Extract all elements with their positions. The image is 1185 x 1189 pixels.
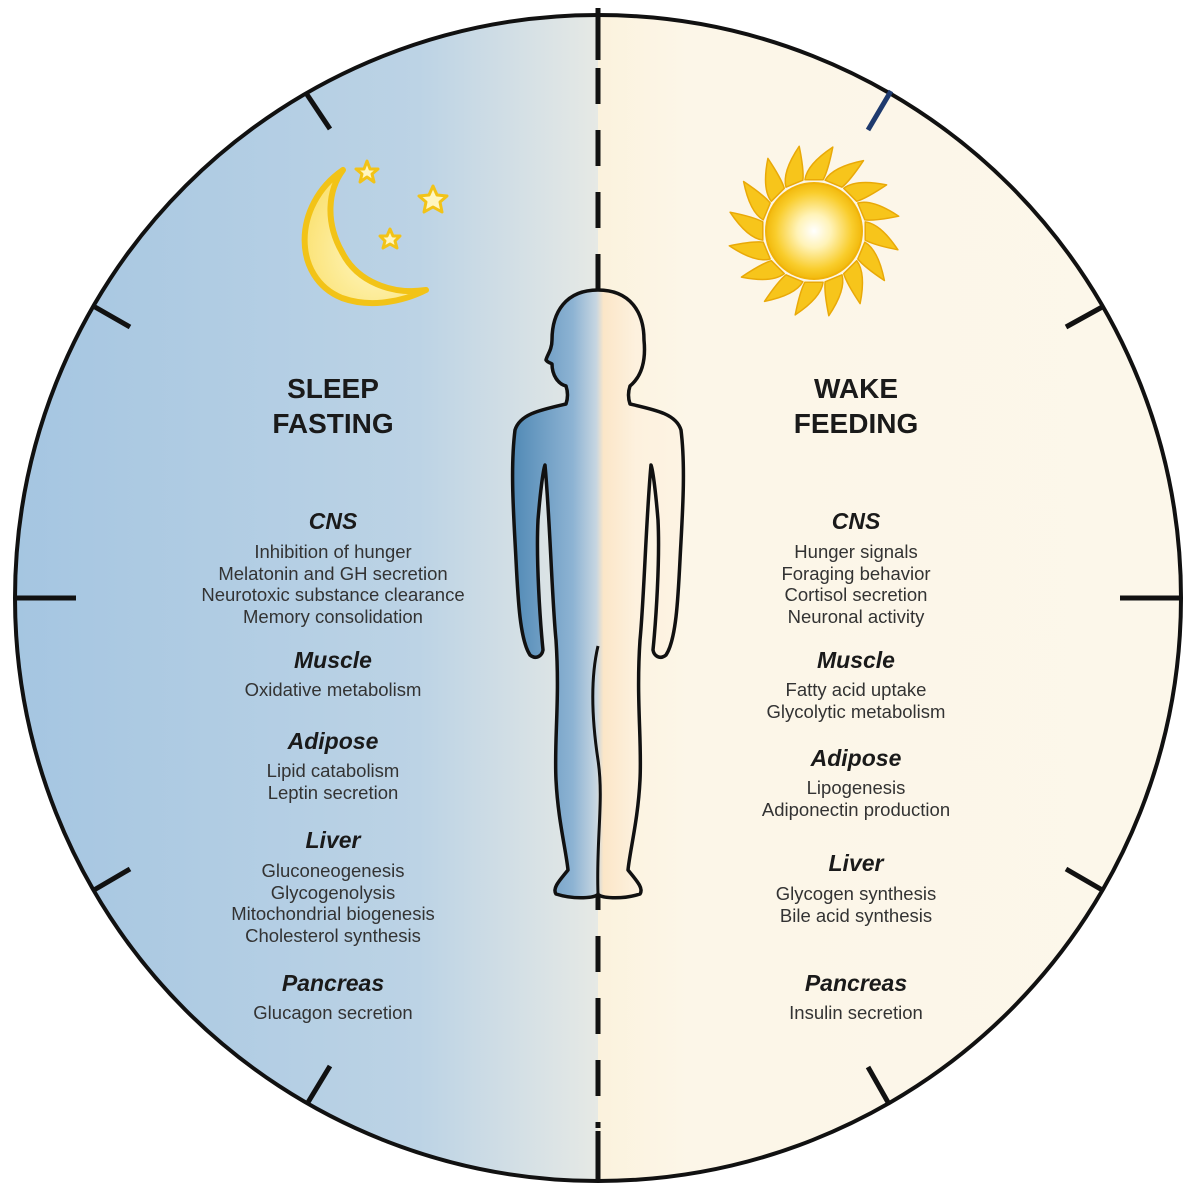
- sleep-cns-item: Memory consolidation: [243, 606, 423, 627]
- wake-cns-title: CNS: [832, 508, 881, 534]
- sleep-cns-item: Melatonin and GH secretion: [218, 563, 447, 584]
- wake-liver-item: Glycogen synthesis: [776, 883, 936, 904]
- sleep-liver-item: Mitochondrial biogenesis: [231, 903, 435, 924]
- wake-cns-item: Hunger signals: [794, 541, 917, 562]
- sleep-heading-line1: SLEEP: [287, 373, 379, 404]
- wake-liver-title: Liver: [829, 850, 885, 876]
- sleep-liver-item: Cholesterol synthesis: [245, 925, 421, 946]
- sleep-adipose-title: Adipose: [287, 728, 379, 754]
- wake-muscle-item: Fatty acid uptake: [786, 679, 927, 700]
- sun-disc: [766, 183, 862, 279]
- sleep-adipose-item: Leptin secretion: [268, 782, 399, 803]
- wake-pancreas-item: Insulin secretion: [789, 1002, 923, 1023]
- wake-muscle-item: Glycolytic metabolism: [767, 701, 946, 722]
- sleep-adipose-item: Lipid catabolism: [267, 760, 400, 781]
- wake-pancreas-title: Pancreas: [805, 970, 907, 996]
- sleep-liver-item: Gluconeogenesis: [262, 860, 405, 881]
- sleep-liver-title: Liver: [306, 827, 362, 853]
- sleep-cns-item: Neurotoxic substance clearance: [201, 584, 464, 605]
- wake-adipose-item: Lipogenesis: [807, 777, 906, 798]
- sleep-liver-item: Glycogenolysis: [271, 882, 395, 903]
- wake-liver-item: Bile acid synthesis: [780, 905, 932, 926]
- wake-cns-item: Neuronal activity: [788, 606, 926, 627]
- wake-cns-item: Cortisol secretion: [785, 584, 928, 605]
- wake-heading-line2: FEEDING: [794, 408, 918, 439]
- sleep-cns-title: CNS: [309, 508, 358, 534]
- sleep-muscle-item: Oxidative metabolism: [245, 679, 422, 700]
- wake-adipose-title: Adipose: [810, 745, 902, 771]
- sleep-cns-item: Inhibition of hunger: [254, 541, 411, 562]
- wake-muscle-title: Muscle: [817, 647, 895, 673]
- sleep-muscle-title: Muscle: [294, 647, 372, 673]
- wake-cns-item: Foraging behavior: [781, 563, 930, 584]
- sleep-heading-line2: FASTING: [272, 408, 393, 439]
- sleep-pancreas-title: Pancreas: [282, 970, 384, 996]
- sleep-pancreas-item: Glucagon secretion: [253, 1002, 412, 1023]
- wake-heading-line1: WAKE: [814, 373, 898, 404]
- wake-adipose-item: Adiponectin production: [762, 799, 950, 820]
